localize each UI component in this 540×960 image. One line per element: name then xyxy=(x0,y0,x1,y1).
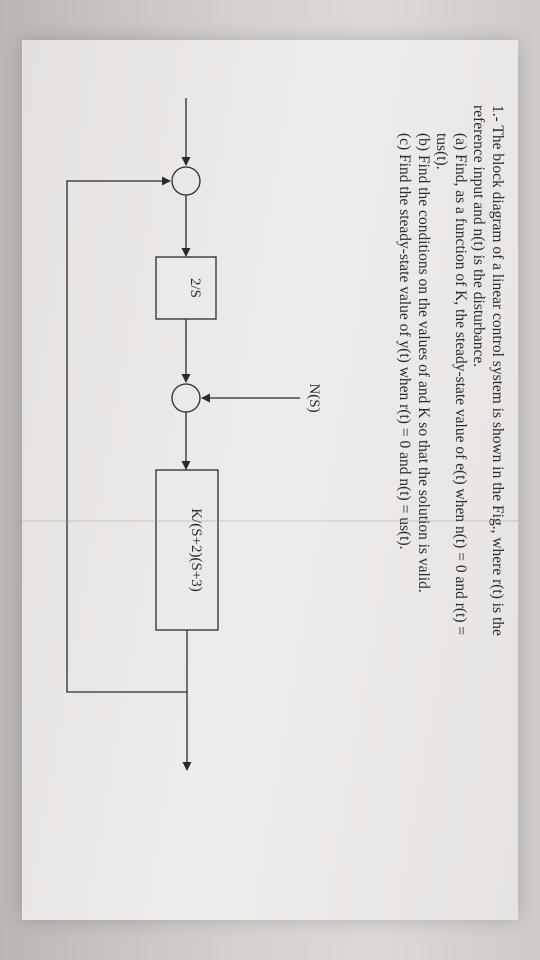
disturbance-label: N(S) xyxy=(306,383,322,412)
summing-junction-2 xyxy=(171,383,201,413)
block-plant-label: K/(S+2)(S+3) xyxy=(188,508,204,592)
paper-sheet xyxy=(22,40,518,920)
feedback-path xyxy=(66,176,187,693)
block-plant xyxy=(155,469,219,631)
block-integrator-label: 2/S xyxy=(187,278,203,298)
block-integrator xyxy=(155,256,217,320)
summing-junction-1 xyxy=(171,166,201,196)
